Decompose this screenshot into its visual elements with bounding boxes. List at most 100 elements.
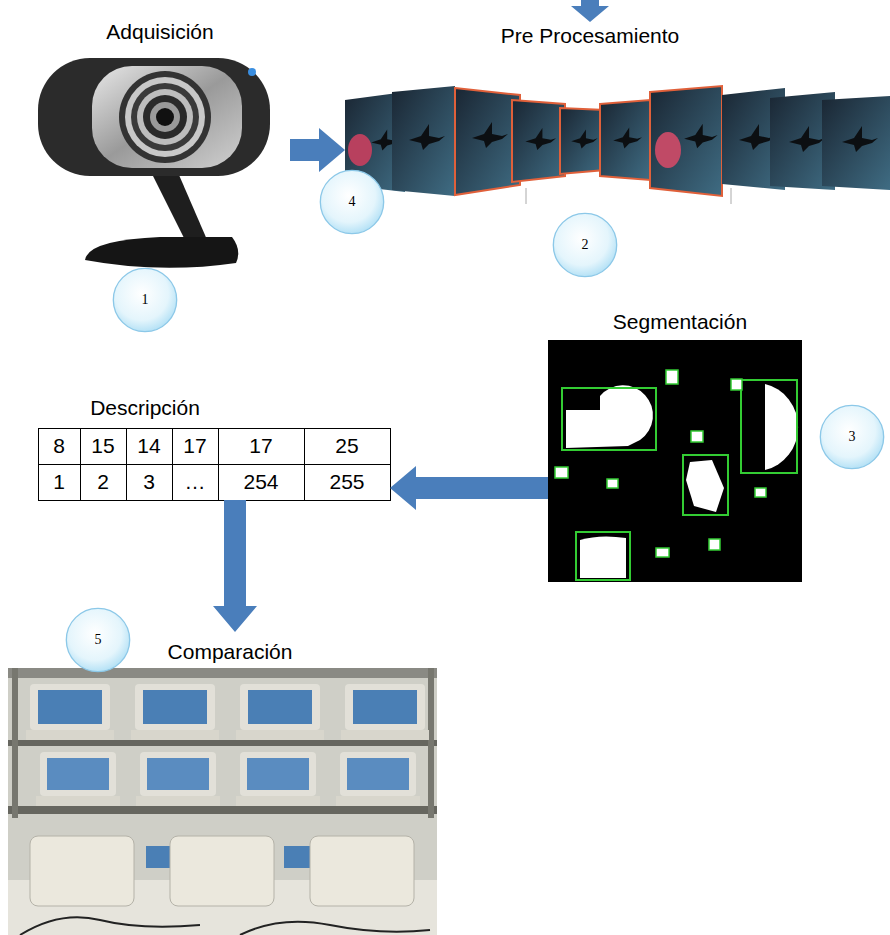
lens-ring (143, 95, 187, 139)
laptop (240, 684, 320, 730)
callout-circle: 1 (112, 267, 178, 333)
laptop-screen (47, 758, 109, 790)
laptop (340, 752, 416, 796)
webcam-base (85, 237, 238, 268)
flow-arrow (213, 500, 257, 632)
laptop-base (236, 796, 320, 806)
bird (472, 122, 508, 148)
stage-box: Segmentación (548, 305, 802, 582)
blob (580, 536, 626, 578)
segmentation-image (548, 340, 802, 582)
bird (842, 126, 878, 152)
blob (765, 384, 798, 470)
table-rule (304, 428, 305, 500)
callout-shape (820, 405, 883, 468)
input-arrow (571, 0, 609, 22)
segmentation-ground (548, 340, 802, 582)
shelf-post (12, 668, 18, 818)
bird (571, 129, 597, 148)
frame (822, 96, 890, 190)
callout-circle: 4 (319, 169, 385, 235)
stage-box: Adquisición (20, 12, 290, 295)
frame (392, 86, 455, 196)
lens-ring (131, 83, 199, 151)
laptop (345, 684, 425, 730)
callout-text-holder: 4 (349, 194, 356, 210)
bird (525, 128, 556, 150)
cables (20, 917, 430, 935)
table-rule (218, 428, 219, 500)
callout-number: 1 (142, 292, 149, 308)
shelf (8, 806, 437, 814)
laptop-screen (38, 690, 102, 724)
webcam-illustration (38, 58, 270, 268)
callout-number: 5 (95, 632, 102, 648)
bounding-box (741, 380, 797, 473)
laptop-screen (247, 758, 309, 790)
video-frames (345, 86, 890, 204)
stage-box: Comparación (8, 632, 437, 935)
table-rule (38, 464, 390, 465)
bird (613, 128, 642, 149)
laptop-base (26, 730, 114, 740)
flow-arrow (290, 128, 345, 172)
laptop-base (236, 730, 324, 740)
callout-number: 4 (349, 194, 356, 210)
table-rule (172, 428, 173, 500)
table-cell: 17 (183, 434, 206, 458)
table-cell: 254 (243, 470, 278, 494)
webcam-led (248, 68, 256, 76)
laptop (40, 752, 116, 796)
table-cell: 255 (329, 470, 364, 494)
callout-shape (320, 170, 383, 233)
lens-center (156, 108, 174, 126)
laptop-base (336, 796, 420, 806)
frame (560, 108, 605, 174)
small-blob (607, 479, 618, 488)
callout-text-holder: 3 (849, 429, 856, 445)
lens-ring (137, 89, 193, 145)
callout-text-holder: 2 (582, 237, 589, 253)
table-cell: 8 (53, 434, 65, 458)
callout-shape (113, 268, 176, 331)
table-cell: … (185, 470, 206, 494)
table-cell: 1 (53, 470, 65, 494)
bounding-box (576, 532, 630, 580)
table-border (39, 429, 391, 501)
small-blob (555, 467, 568, 478)
table-cell: 2 (97, 470, 109, 494)
laptop (135, 684, 215, 730)
histogram-table (38, 428, 391, 501)
stage-box: Pre Procesamiento (345, 12, 890, 202)
photo-ground (8, 668, 437, 935)
tick (526, 188, 527, 204)
callout-number: 2 (582, 237, 589, 253)
small-blob (731, 379, 742, 390)
stage-heading: Segmentación (613, 310, 747, 334)
laptop-base (36, 796, 120, 806)
closed-laptop (30, 836, 134, 906)
bird (684, 124, 718, 148)
callout-number: 3 (849, 429, 856, 445)
frame (650, 86, 722, 196)
blob (566, 385, 653, 448)
webcam-face (92, 66, 242, 168)
stage-heading: Pre Procesamiento (501, 24, 680, 48)
laptop-screen (248, 690, 312, 724)
laptop-screen (347, 758, 409, 790)
callout-circle: 5 (65, 607, 131, 673)
callout-shape (66, 608, 129, 671)
laptop (30, 684, 110, 730)
table-cell: 17 (249, 434, 272, 458)
stage-heading: Descripción (90, 396, 200, 420)
shelf-post (428, 668, 434, 818)
table-cell: 25 (335, 434, 358, 458)
webcam-body (38, 58, 270, 176)
shelf (8, 740, 437, 746)
laptop-lab-photo (8, 668, 437, 935)
lens-ring (119, 71, 211, 163)
bird (409, 124, 445, 150)
laptop (140, 752, 216, 796)
